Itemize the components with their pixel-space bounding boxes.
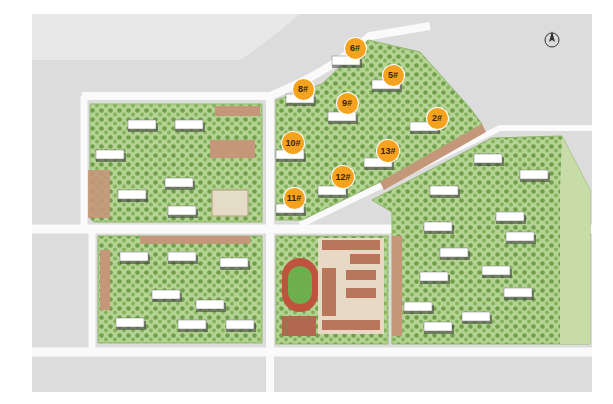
building-number-badge: 2# [427, 108, 448, 129]
building-number-badge: 11# [284, 188, 305, 209]
building-number: 2# [432, 114, 442, 123]
building-number-badge: 8# [293, 79, 314, 100]
building-number: 9# [342, 99, 352, 108]
building-number: 10# [285, 139, 300, 148]
building-number-badge: 13# [377, 140, 399, 162]
building-number: 13# [380, 147, 395, 156]
building-number-badge: 6# [345, 38, 366, 59]
building-number-badge: 5# [383, 65, 404, 86]
building-number: 12# [335, 173, 350, 182]
building-number: 5# [388, 71, 398, 80]
building-number: 8# [298, 85, 308, 94]
building-number-badge: 9# [337, 93, 358, 114]
building-number: 6# [350, 44, 360, 53]
building-number-badge: 12# [332, 166, 354, 188]
building-number-badge: 10# [282, 132, 304, 154]
building-number: 11# [287, 194, 302, 203]
